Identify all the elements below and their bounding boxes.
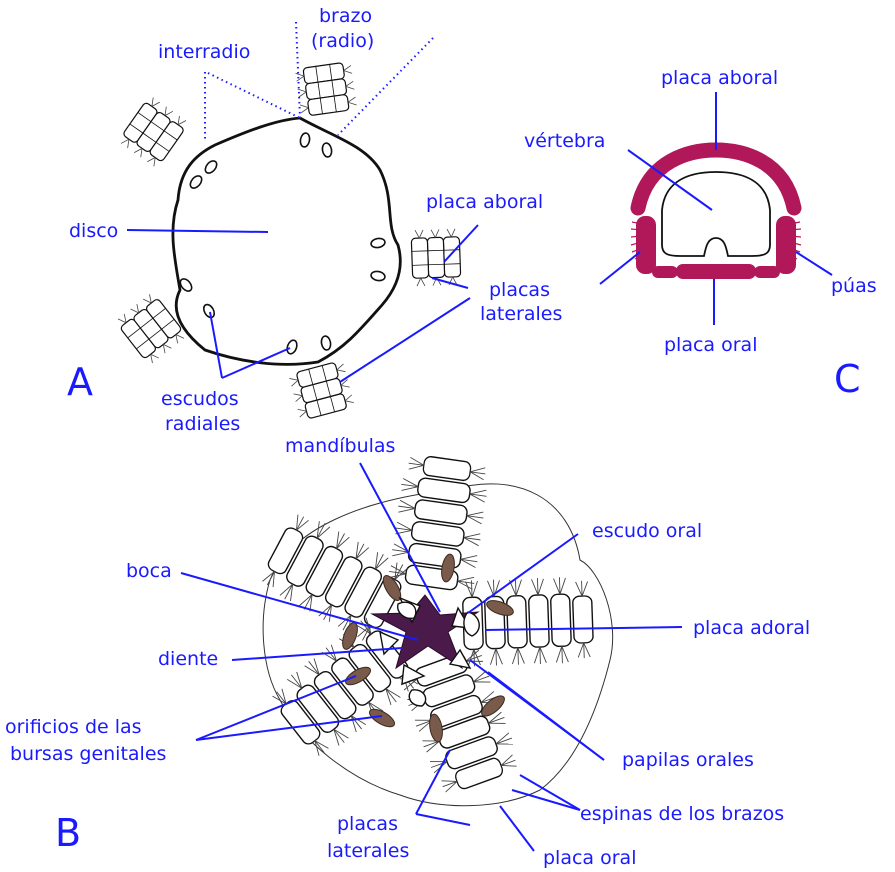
cross-section-right-lateral-plate	[776, 216, 796, 274]
label-disco: disco	[69, 220, 118, 242]
cross-section-vertebra	[662, 172, 770, 256]
label-boca: boca	[126, 560, 172, 582]
disc-outline	[173, 118, 400, 364]
label-papilas-orales: papilas orales	[622, 749, 754, 771]
cross-section-left-lateral-plate	[636, 216, 656, 274]
label-radiales: radiales	[165, 413, 240, 435]
label-espinas: espinas de los brazos	[580, 803, 784, 825]
label-placa-adoral: placa adoral	[693, 617, 810, 639]
label-escudo-oral: escudo oral	[592, 520, 702, 542]
cross-section-oral-plate-right	[754, 266, 780, 278]
label-puas: púas	[831, 275, 877, 297]
label-placas-a: placas	[489, 279, 550, 301]
label-mandibulas: mandíbulas	[285, 435, 395, 457]
label-radio: (radio)	[311, 30, 374, 52]
panel-a: interradio brazo (radio) disco placa abo…	[67, 5, 562, 435]
label-placa-aboral-c: placa aboral	[661, 67, 778, 89]
label-escudos: escudos	[161, 388, 239, 410]
label-brazo: brazo	[319, 5, 372, 27]
panel-letter-b: B	[55, 811, 81, 855]
label-orificios: orificios de las	[5, 716, 142, 738]
label-placa-oral-b: placa oral	[543, 847, 636, 869]
label-bursas-genitales: bursas genitales	[10, 743, 166, 765]
label-placas-b: placas	[337, 813, 398, 835]
panel-c: placa aboral vértebra púas placa oral C	[524, 67, 877, 401]
label-interradio: interradio	[158, 41, 250, 63]
label-vertebra: vértebra	[524, 130, 605, 152]
panel-letter-a: A	[67, 360, 93, 404]
label-diente: diente	[158, 648, 218, 670]
panel-b: mandíbulas escudo oral boca placa adoral…	[5, 435, 810, 869]
label-laterales-a: laterales	[480, 303, 562, 325]
label-laterales-b: laterales	[327, 840, 409, 862]
cross-section-oral-plate	[676, 264, 756, 279]
panel-letter-c: C	[834, 357, 861, 401]
cross-section-oral-plate-left	[652, 266, 678, 278]
label-placa-aboral-a: placa aboral	[426, 191, 543, 213]
label-placa-oral-c: placa oral	[664, 334, 757, 356]
